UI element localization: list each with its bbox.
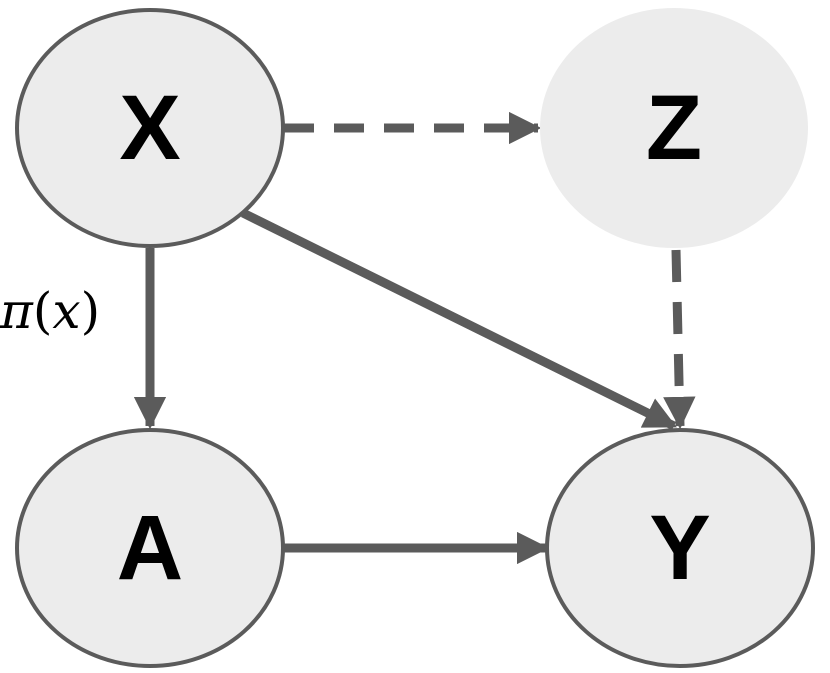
edge-z-to-y xyxy=(663,249,696,430)
node-a-label: A xyxy=(117,497,183,599)
node-y-label: Y xyxy=(649,497,710,599)
edge-label-policy-open-paren: ( xyxy=(33,282,53,340)
edge-label-policy: π(x) xyxy=(0,282,100,340)
node-z-label: Z xyxy=(646,77,702,179)
node-z-shape xyxy=(540,8,808,248)
edge-label-policy-arg: x xyxy=(52,282,80,340)
node-a: A xyxy=(15,428,285,668)
node-x: X xyxy=(15,8,285,248)
node-a-shape xyxy=(15,428,285,668)
node-z: Z xyxy=(540,8,808,248)
edge-x-to-y xyxy=(241,208,677,431)
edge-label-policy-symbol: π xyxy=(0,282,34,340)
node-y: Y xyxy=(545,428,815,668)
node-x-shape xyxy=(15,8,285,248)
edge-label-policy-close-paren: ) xyxy=(81,282,101,340)
node-x-label: X xyxy=(119,77,180,179)
node-y-shape xyxy=(545,428,815,668)
